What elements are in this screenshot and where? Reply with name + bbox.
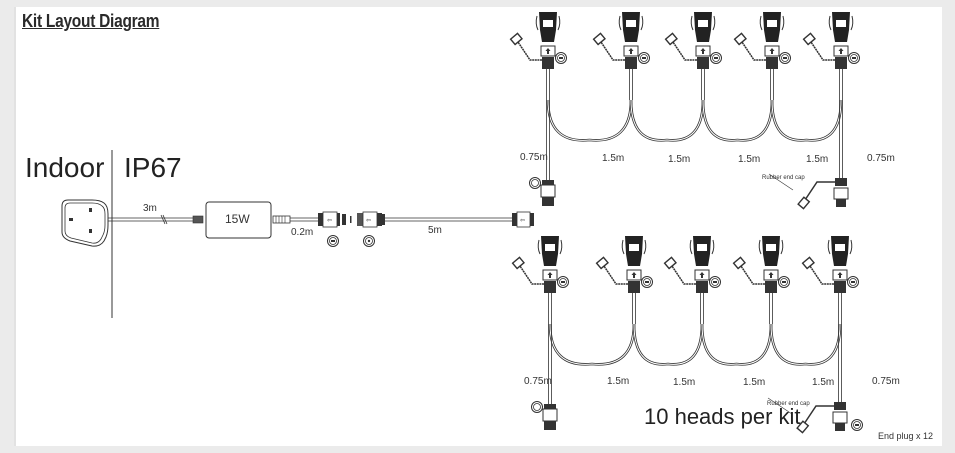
- adapter-output-length: 0.2m: [291, 227, 314, 238]
- lower-seg-3: 1.5m: [743, 377, 766, 388]
- lower-seg-1: 1.5m: [607, 376, 630, 387]
- end-cap-icon: [363, 235, 375, 247]
- lower-light-head-1: [511, 236, 569, 324]
- lower-light-head-5: [801, 236, 859, 324]
- zone-indoor-label: Indoor: [25, 152, 105, 183]
- plug-cable: [108, 214, 204, 225]
- upper-light-head-3: [664, 12, 722, 100]
- svg-text:⇦: ⇦: [520, 218, 525, 224]
- connector-male: ⇦: [318, 211, 352, 228]
- diagram-canvas: [14, 7, 942, 446]
- end-plug-icon: [327, 235, 339, 247]
- final-end-plug-icon: [851, 419, 863, 431]
- upper-seg-2: 1.5m: [668, 154, 691, 165]
- lower-seg-5: 0.75m: [872, 376, 900, 387]
- extension-length: 5m: [428, 225, 442, 236]
- upper-seg-0: 0.75m: [520, 152, 548, 163]
- lower-light-head-2: [595, 236, 653, 324]
- upper-light-head-4: [733, 12, 791, 100]
- upper-light-head-1: [509, 12, 567, 100]
- upper-light-head-5: [802, 12, 860, 100]
- upper-seg-4: 1.5m: [806, 154, 829, 165]
- connector-female: ⇦: [357, 211, 385, 228]
- lower-input-connector: [531, 401, 558, 430]
- upper-seg-1: 1.5m: [602, 153, 625, 164]
- adapter-output-cable: [272, 215, 318, 224]
- lower-seg-4: 1.5m: [812, 377, 835, 388]
- uk-plug-icon: [61, 199, 109, 247]
- upper-rubber-end-cap: [768, 173, 849, 210]
- diagram-title: Kit Layout Diagram: [22, 11, 160, 31]
- plug-cable-length: 3m: [143, 203, 157, 214]
- upper-light-head-2: [592, 12, 650, 100]
- power-adapter: [205, 201, 272, 239]
- adapter-wattage: 15W: [225, 212, 250, 226]
- upper-input-connector: [529, 177, 556, 206]
- zone-ip67-label: IP67: [124, 152, 182, 183]
- lower-end-cap-label: Rubber end cap: [767, 401, 810, 407]
- upper-end-cap-label: Rubber end cap: [762, 175, 805, 181]
- end-plug-count-label: End plug x 12: [878, 431, 934, 441]
- svg-text:⇦: ⇦: [366, 218, 371, 224]
- lower-light-head-4: [732, 236, 790, 324]
- lower-seg-0: 0.75m: [524, 376, 552, 387]
- heads-per-kit-label: 10 heads per kit: [644, 404, 801, 429]
- upper-seg-3: 1.5m: [738, 154, 761, 165]
- extension-cable: ⇦: [385, 211, 534, 228]
- lower-rubber-end-cap: [767, 397, 848, 434]
- svg-text:⇦: ⇦: [327, 218, 332, 224]
- lower-light-head-3: [663, 236, 721, 324]
- upper-seg-5: 0.75m: [867, 153, 895, 164]
- lower-seg-2: 1.5m: [673, 377, 696, 388]
